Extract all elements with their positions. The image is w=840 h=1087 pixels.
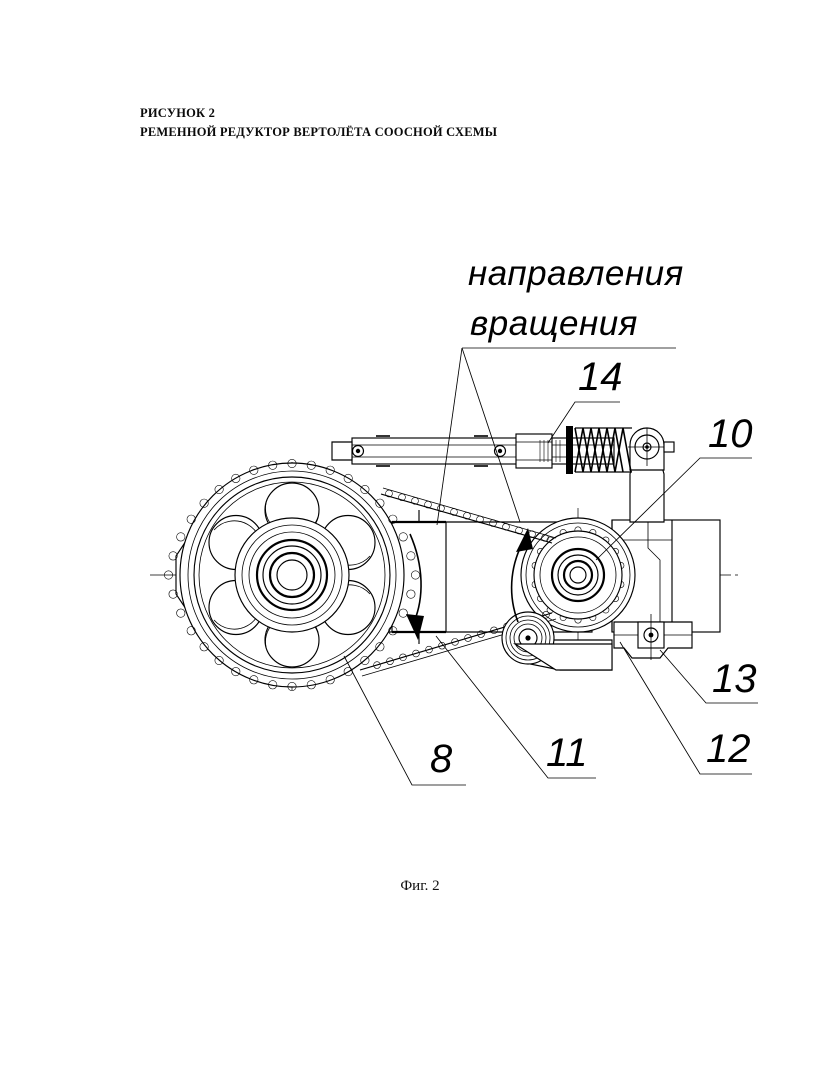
callout-13: 13 (659, 649, 758, 704)
large-pulley-hub (234, 517, 350, 633)
figure-caption: Фиг. 2 (400, 878, 440, 894)
large-pulley-teeth (164, 458, 420, 691)
callout-8: 8 (343, 655, 466, 786)
callout-12-label: 12 (706, 727, 751, 771)
thread-detail (539, 440, 561, 462)
tensioner-coil-spring (574, 427, 632, 473)
callout-11-label: 11 (546, 731, 588, 775)
callout-14: 14 (547, 355, 623, 444)
rotation-arrow-large-pulley (406, 533, 424, 640)
support-bracket (613, 614, 693, 660)
technical-drawing: направления вращения 14 10 13 (0, 170, 840, 850)
tensioner-rod-assembly (331, 426, 632, 474)
rotation-label-line-2: вращения (470, 304, 638, 343)
idler-tension-roller (501, 611, 613, 671)
title-line-2: РЕМЕННОЙ РЕДУКТОР ВЕРТОЛЁТА СООСНОЙ СХЕМ… (140, 125, 498, 139)
rotation-arrow-small-pulley (510, 528, 533, 623)
callout-13-label: 13 (712, 657, 757, 701)
callout-14-label: 14 (578, 355, 623, 399)
tensioner-swing-arm (628, 427, 675, 523)
small-pulley-hub (550, 547, 606, 603)
callout-8-label: 8 (430, 737, 453, 781)
title-line-1: РИСУНОК 2 (140, 106, 216, 120)
figure-title: РИСУНОК 2 РЕМЕННОЙ РЕДУКТОР ВЕРТОЛЁТА СО… (140, 104, 740, 142)
belt-teeth-upper (385, 489, 549, 542)
rotation-label-line-1: направления (468, 254, 684, 293)
callout-10: 10 (595, 412, 753, 561)
large-toothed-pulley (164, 458, 420, 691)
callout-12: 12 (619, 641, 752, 775)
rotation-direction-annotation: направления вращения (436, 254, 684, 526)
callout-10-label: 10 (708, 412, 753, 456)
small-toothed-pulley (520, 508, 636, 644)
callout-11: 11 (435, 635, 596, 779)
